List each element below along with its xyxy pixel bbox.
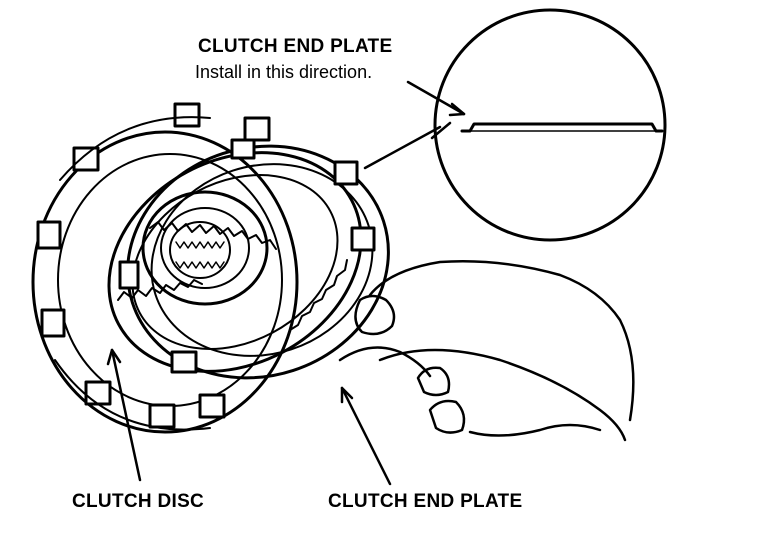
clutch-drum — [31, 102, 299, 434]
hand-illustration — [338, 260, 635, 442]
clutch-hub — [141, 190, 269, 306]
clutch-disc-label: CLUTCH DISC — [72, 491, 205, 512]
clutch-end-plate — [118, 138, 390, 380]
detail-callout — [363, 8, 667, 242]
leader-arrows — [106, 80, 466, 486]
clutch-end-plate-label: CLUTCH END PLATE — [328, 491, 523, 512]
callout-instruction: Install in this direction. — [195, 62, 373, 82]
callout-title: CLUTCH END PLATE — [198, 36, 393, 57]
